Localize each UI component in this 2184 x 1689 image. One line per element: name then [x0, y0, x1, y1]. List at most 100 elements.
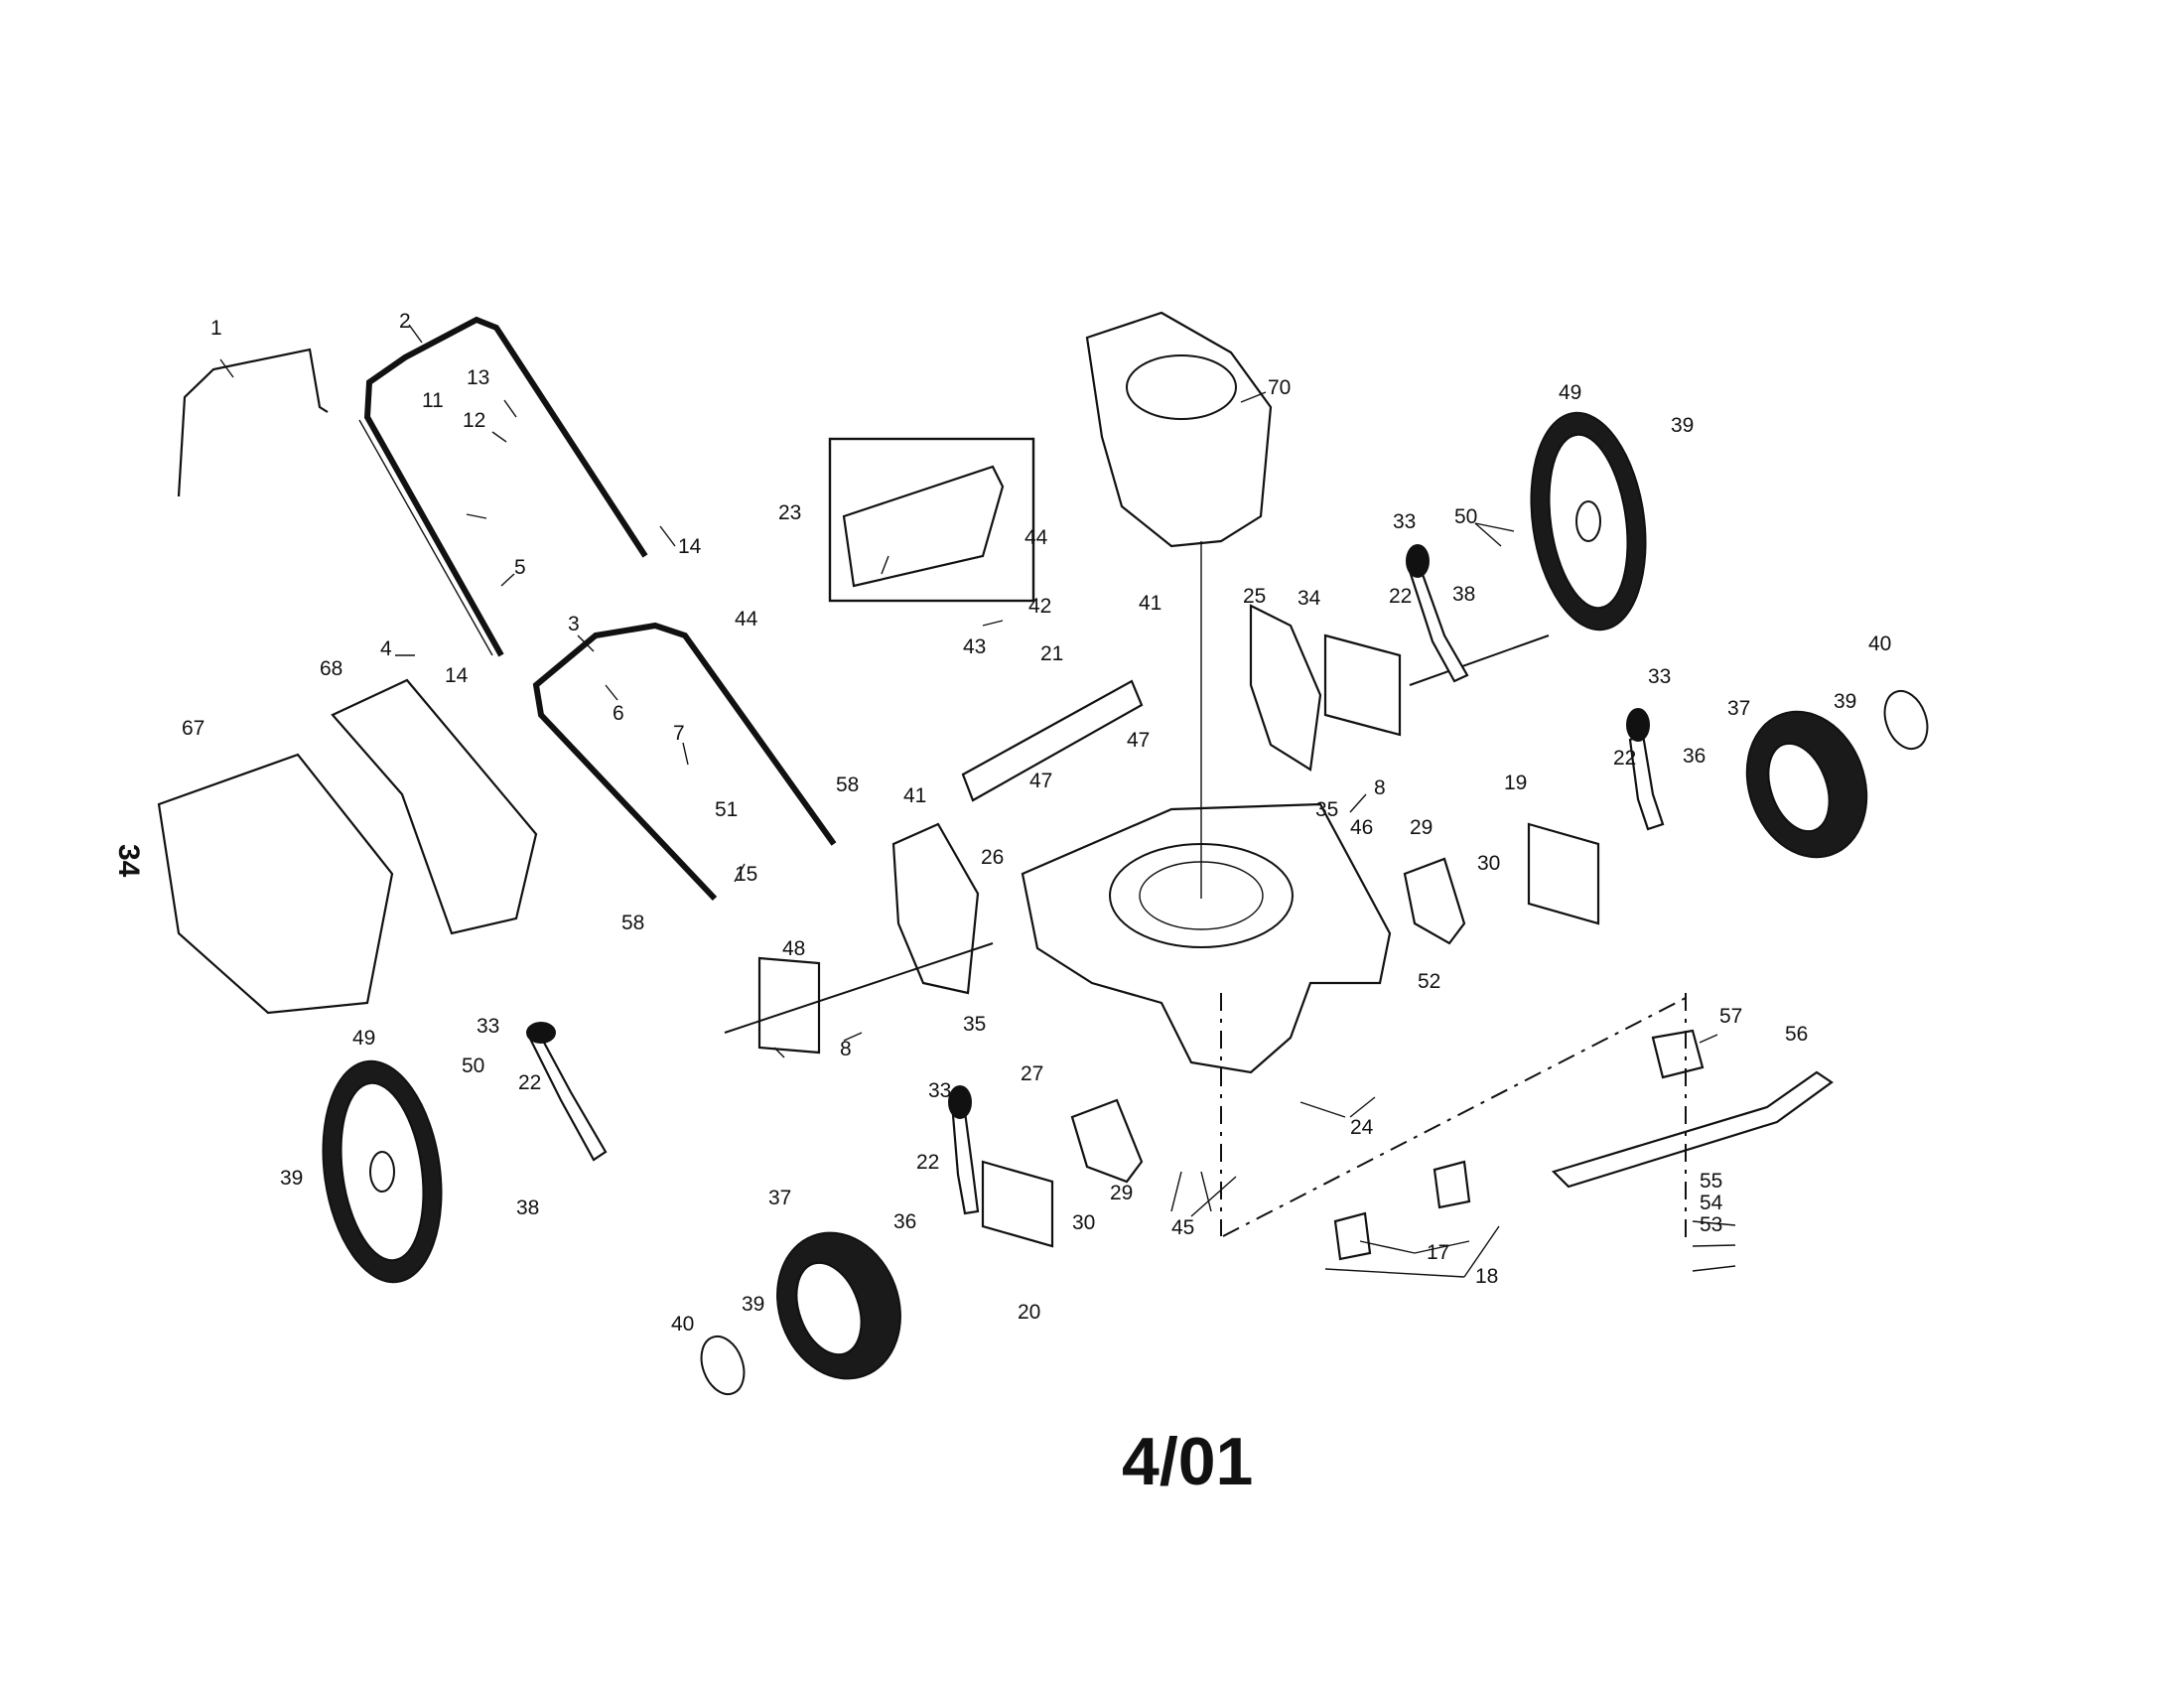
callout-47-lower: 47: [1029, 770, 1052, 792]
callout-36-right: 36: [1683, 745, 1706, 768]
callout-53: 53: [1700, 1213, 1722, 1236]
part-49-wheel-rear-left: [322, 1059, 443, 1284]
part-67-grass-bag: [157, 753, 394, 1015]
assembly-dashed-line: [1222, 997, 1687, 1237]
part-20-plate: [981, 1160, 1054, 1248]
callout-39-rear-right: 39: [1671, 414, 1694, 437]
callout-39-rear-left: 39: [280, 1167, 303, 1190]
callout-44-left: 44: [735, 608, 758, 631]
callout-22-right: 22: [1389, 585, 1412, 608]
callout-33-front-right: 33: [1648, 665, 1671, 688]
callout-30-right: 30: [1477, 852, 1500, 875]
callout-44-right: 44: [1024, 526, 1048, 549]
callout-33-front-left: 33: [928, 1079, 951, 1102]
part-52-deck: [1021, 802, 1392, 1074]
callout-6: 6: [613, 702, 624, 725]
callout-41-lower: 41: [903, 784, 926, 807]
part-22-lever-front-left: [951, 1110, 980, 1215]
callout-29-right: 29: [1410, 816, 1433, 839]
part-68-bag-frame: [331, 678, 538, 935]
part-21-rear-bar: [961, 679, 1144, 802]
callout-29-left: 29: [1110, 1182, 1133, 1204]
callout-11: 11: [422, 389, 444, 412]
part-2-upper-handle-inner: [358, 419, 493, 656]
callout-34: 34: [1297, 587, 1321, 610]
callout-14-left: 14: [445, 664, 469, 687]
part-3-lower-handle: [532, 622, 837, 902]
callout-35-right: 35: [1315, 798, 1338, 821]
side-label: 34: [112, 844, 145, 878]
part-23-rear-flap: [842, 465, 1005, 588]
part-22-lever-front-right: [1628, 733, 1665, 831]
part-48-plate: [757, 956, 821, 1055]
callout-30-left: 30: [1072, 1211, 1095, 1234]
callout-45: 45: [1171, 1216, 1194, 1239]
callout-labels: 1 2 3 4 5 6 7 8 8 8 11 12 13 14 14 15 17…: [182, 310, 1891, 1336]
callout-22-front-right: 22: [1613, 747, 1636, 770]
callout-13: 13: [467, 366, 489, 389]
callout-40-left: 40: [671, 1313, 694, 1336]
callout-40-right: 40: [1868, 633, 1891, 655]
callout-22-left: 22: [518, 1071, 541, 1094]
callout-46: 46: [1350, 816, 1373, 839]
callout-25: 25: [1243, 585, 1266, 608]
part-2-upper-handle: [363, 316, 648, 657]
part-29-bracket-right: [1403, 857, 1466, 945]
part-26-bracket: [891, 822, 980, 995]
callout-35-left: 35: [963, 1013, 986, 1036]
part-29-bracket-left: [1070, 1098, 1144, 1184]
callout-38-right: 38: [1452, 583, 1475, 606]
callout-33-right: 33: [1393, 510, 1416, 533]
callout-50-right: 50: [1454, 505, 1477, 528]
callout-58-left: 58: [621, 912, 644, 934]
leader-lines: [219, 324, 1736, 1278]
callout-15: 15: [735, 863, 757, 886]
callout-14-right: 14: [678, 535, 702, 558]
part-25-bracket: [1249, 604, 1322, 772]
callout-56: 56: [1785, 1023, 1808, 1046]
callout-54: 54: [1700, 1192, 1723, 1214]
part-1-handle-bracket: [177, 348, 329, 497]
callout-17: 17: [1427, 1241, 1449, 1264]
callout-3: 3: [568, 613, 580, 635]
date-code: 4/01: [1122, 1424, 1253, 1499]
callout-38-left: 38: [516, 1196, 539, 1219]
callout-26: 26: [981, 846, 1004, 869]
part-17-plate-a: [1333, 1211, 1372, 1261]
axle-left: [724, 942, 994, 1034]
callout-1: 1: [210, 317, 222, 340]
part-56-blade: [1551, 1070, 1834, 1189]
part-57-adapter: [1651, 1029, 1705, 1079]
callout-18: 18: [1475, 1265, 1498, 1288]
axle-right: [1409, 634, 1550, 686]
callout-21: 21: [1040, 642, 1063, 665]
callout-19: 19: [1504, 772, 1527, 794]
part-33-knob-front-right: [1626, 708, 1650, 742]
callout-8-upper: 8: [1374, 776, 1386, 799]
callout-27: 27: [1021, 1062, 1043, 1085]
callout-50-left: 50: [462, 1055, 484, 1077]
part-49-wheel-rear-right: [1530, 411, 1647, 632]
callout-2: 2: [399, 310, 411, 333]
callout-8-left: 8: [840, 1038, 852, 1060]
part-37-wheel-front-left: [776, 1231, 901, 1380]
callout-57: 57: [1719, 1005, 1742, 1028]
callout-37-right: 37: [1727, 697, 1750, 720]
callout-52: 52: [1418, 970, 1440, 993]
callout-42: 42: [1028, 595, 1051, 618]
part-19-plate: [1527, 822, 1600, 925]
callout-22-front-left: 22: [916, 1151, 939, 1174]
engine-top: [1126, 354, 1237, 420]
callout-43: 43: [963, 635, 986, 658]
callout-24: 24: [1350, 1116, 1374, 1139]
callout-4: 4: [380, 637, 392, 660]
callout-33-left: 33: [477, 1015, 499, 1038]
callout-36-left: 36: [893, 1210, 916, 1233]
part-40-hubcap-left: [700, 1335, 746, 1396]
callout-55: 55: [1700, 1170, 1722, 1193]
callout-70: 70: [1268, 376, 1291, 399]
part-33-knob-left: [526, 1022, 556, 1044]
callout-39-front-left: 39: [742, 1293, 764, 1316]
